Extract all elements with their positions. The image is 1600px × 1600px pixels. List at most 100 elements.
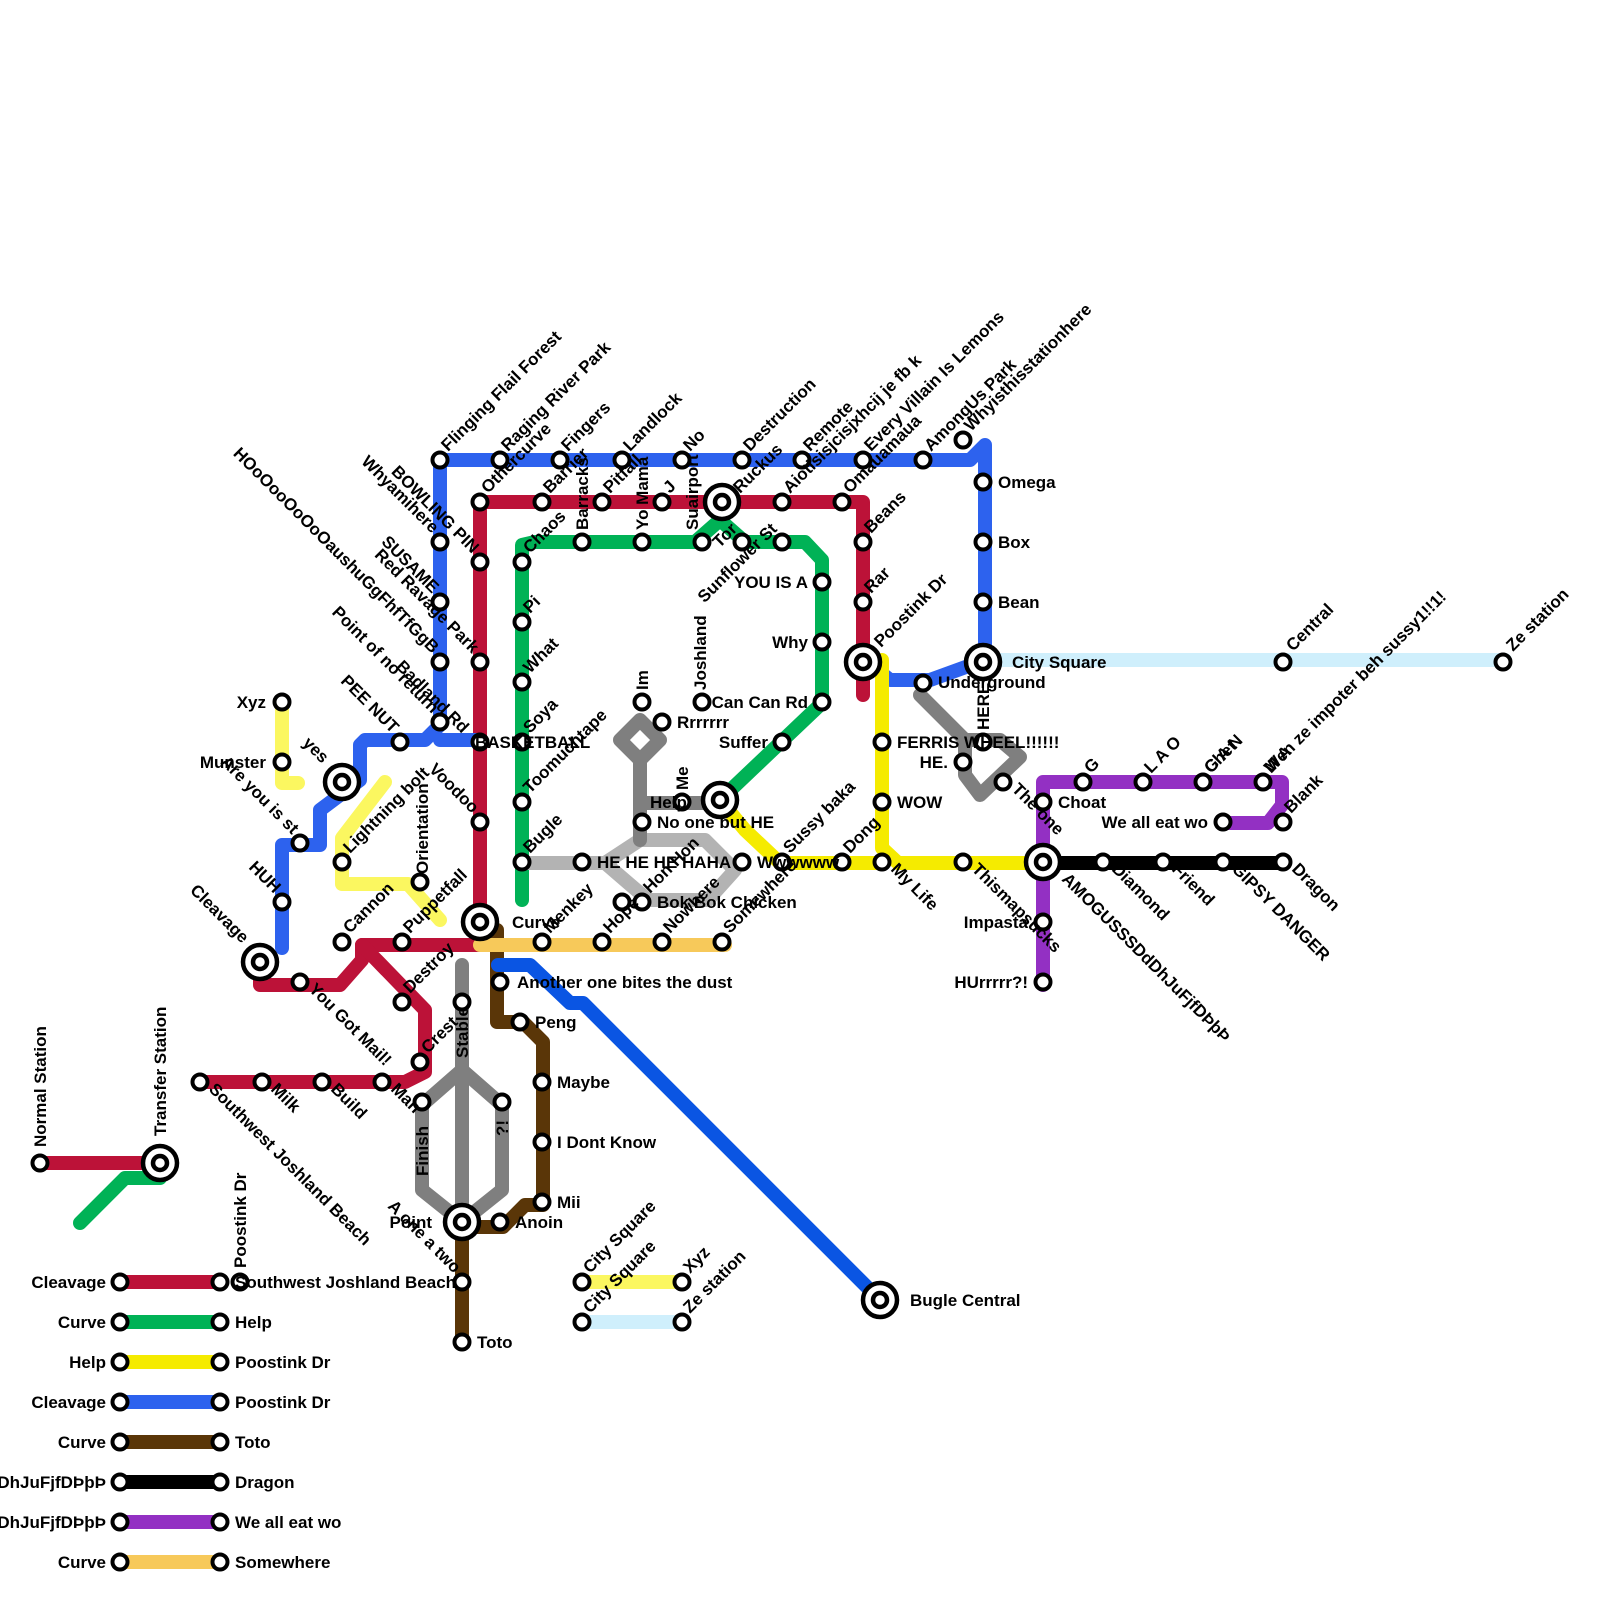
station-j[interactable] — [652, 492, 672, 512]
station-joshland[interactable] — [692, 692, 712, 712]
station-othercurve[interactable] — [470, 492, 490, 512]
station-sussy-baka[interactable] — [772, 852, 792, 872]
station-barracks[interactable] — [572, 532, 592, 552]
station-peng[interactable] — [510, 1012, 530, 1032]
station-a-one-a-two[interactable] — [452, 1272, 472, 1292]
station-raging-river-park[interactable] — [490, 450, 510, 470]
station-underground[interactable] — [913, 673, 933, 693]
station-pitfall[interactable] — [592, 492, 612, 512]
station-destruction[interactable] — [732, 450, 752, 470]
station-puppetfall[interactable] — [392, 932, 412, 952]
station-rar[interactable] — [853, 592, 873, 612]
station-no[interactable] — [672, 450, 692, 470]
station-red-ravage-park[interactable] — [470, 652, 490, 672]
station-munster[interactable] — [272, 752, 292, 772]
station-what[interactable] — [512, 672, 532, 692]
station-flinging-flail-forest[interactable] — [430, 450, 450, 470]
station-omega[interactable] — [973, 472, 993, 492]
station-my-life[interactable] — [872, 852, 892, 872]
station-point-of-no-return[interactable] — [430, 712, 450, 732]
station-he[interactable] — [953, 752, 973, 772]
station-no-one-but-he[interactable] — [632, 812, 652, 832]
station-finish[interactable] — [412, 1092, 432, 1112]
station-g[interactable] — [1073, 772, 1093, 792]
station-x[interactable] — [492, 1092, 512, 1112]
station-g-a-n[interactable] — [1193, 772, 1213, 792]
station-susame[interactable] — [430, 592, 450, 612]
station-hurrrrr[interactable] — [1033, 972, 1053, 992]
station-amongus-park[interactable] — [913, 450, 933, 470]
station-pi[interactable] — [512, 612, 532, 632]
station-cannon[interactable] — [332, 932, 352, 952]
station-why[interactable] — [812, 632, 832, 652]
station-toto[interactable] — [452, 1332, 472, 1352]
station-pee-nut[interactable] — [390, 732, 410, 752]
station-ferris-wheel[interactable] — [872, 732, 892, 752]
station-destroy[interactable] — [392, 992, 412, 1012]
station-maybe[interactable] — [532, 1072, 552, 1092]
station-mii[interactable] — [532, 1192, 552, 1212]
station-badland-rd[interactable] — [470, 732, 490, 752]
station-friend[interactable] — [1153, 852, 1173, 872]
station-huh[interactable] — [272, 892, 292, 912]
station-ze-station[interactable] — [1493, 652, 1513, 672]
station-whyamihere[interactable] — [430, 532, 450, 552]
station-menkey[interactable] — [532, 932, 552, 952]
station-beans[interactable] — [853, 532, 873, 552]
station-build[interactable] — [312, 1072, 332, 1092]
station-yo-mama[interactable] — [632, 532, 652, 552]
station-hooooooooooaushuggfhftfggb[interactable] — [430, 652, 450, 672]
station-here[interactable] — [973, 732, 993, 752]
station-xyz[interactable] — [272, 692, 292, 712]
station-bowling-pin[interactable] — [470, 552, 490, 572]
station-nowhere[interactable] — [652, 932, 672, 952]
station-suffer[interactable] — [772, 732, 792, 752]
station-dong[interactable] — [832, 852, 852, 872]
station-bugle[interactable] — [512, 852, 532, 872]
station-barrier[interactable] — [532, 492, 552, 512]
station-orientation[interactable] — [410, 872, 430, 892]
station-voodoo[interactable] — [470, 812, 490, 832]
station-bok-bok-chicken[interactable] — [612, 892, 632, 912]
station-he-he-he-haha[interactable] — [572, 852, 592, 872]
station-remote[interactable] — [792, 450, 812, 470]
station-me[interactable] — [672, 792, 692, 812]
station-omauamaua[interactable] — [832, 492, 852, 512]
station-hon-hon[interactable] — [632, 892, 652, 912]
station-i-dont-know[interactable] — [532, 1132, 552, 1152]
station-chaos[interactable] — [512, 552, 532, 572]
station-hope[interactable] — [592, 932, 612, 952]
station-sunflower-st[interactable] — [772, 532, 792, 552]
station-central[interactable] — [1273, 652, 1293, 672]
station-aiotisisjcisjxhcij-je-fb-k[interactable] — [772, 492, 792, 512]
station-another-one-bites-the-dust[interactable] — [490, 972, 510, 992]
station-l-a-o[interactable] — [1133, 772, 1153, 792]
station-im[interactable] — [632, 692, 652, 712]
station-milk[interactable] — [252, 1072, 272, 1092]
station-rrrrrrr[interactable] — [652, 712, 672, 732]
station-wow[interactable] — [872, 792, 892, 812]
station-every-villain-is-lemons[interactable] — [853, 450, 873, 470]
station-landlock[interactable] — [612, 450, 632, 470]
station-we-all-eat-wo[interactable] — [1213, 812, 1233, 832]
station-thismapsucks[interactable] — [953, 852, 973, 872]
station-crest[interactable] — [410, 1052, 430, 1072]
station-stable[interactable] — [452, 992, 472, 1012]
station-bean[interactable] — [973, 592, 993, 612]
station-you-got-mail[interactable] — [290, 972, 310, 992]
station-choat[interactable] — [1033, 792, 1053, 812]
station-fingers[interactable] — [550, 450, 570, 470]
station-tor[interactable] — [732, 532, 752, 552]
station-man[interactable] — [372, 1072, 392, 1092]
station-whyisthisstationhere[interactable] — [953, 430, 973, 450]
station-anoin[interactable] — [490, 1212, 510, 1232]
station-m-a[interactable] — [1253, 772, 1273, 792]
station-southwest-joshland-beach[interactable] — [190, 1072, 210, 1092]
station-impasta[interactable] — [1033, 912, 1053, 932]
station-box[interactable] — [973, 532, 993, 552]
station-are-you-is-st[interactable] — [290, 833, 310, 853]
station-soya[interactable] — [512, 732, 532, 752]
station-somewhere[interactable] — [712, 932, 732, 952]
station-you-is-a[interactable] — [812, 572, 832, 592]
station-toomuchtape[interactable] — [512, 792, 532, 812]
